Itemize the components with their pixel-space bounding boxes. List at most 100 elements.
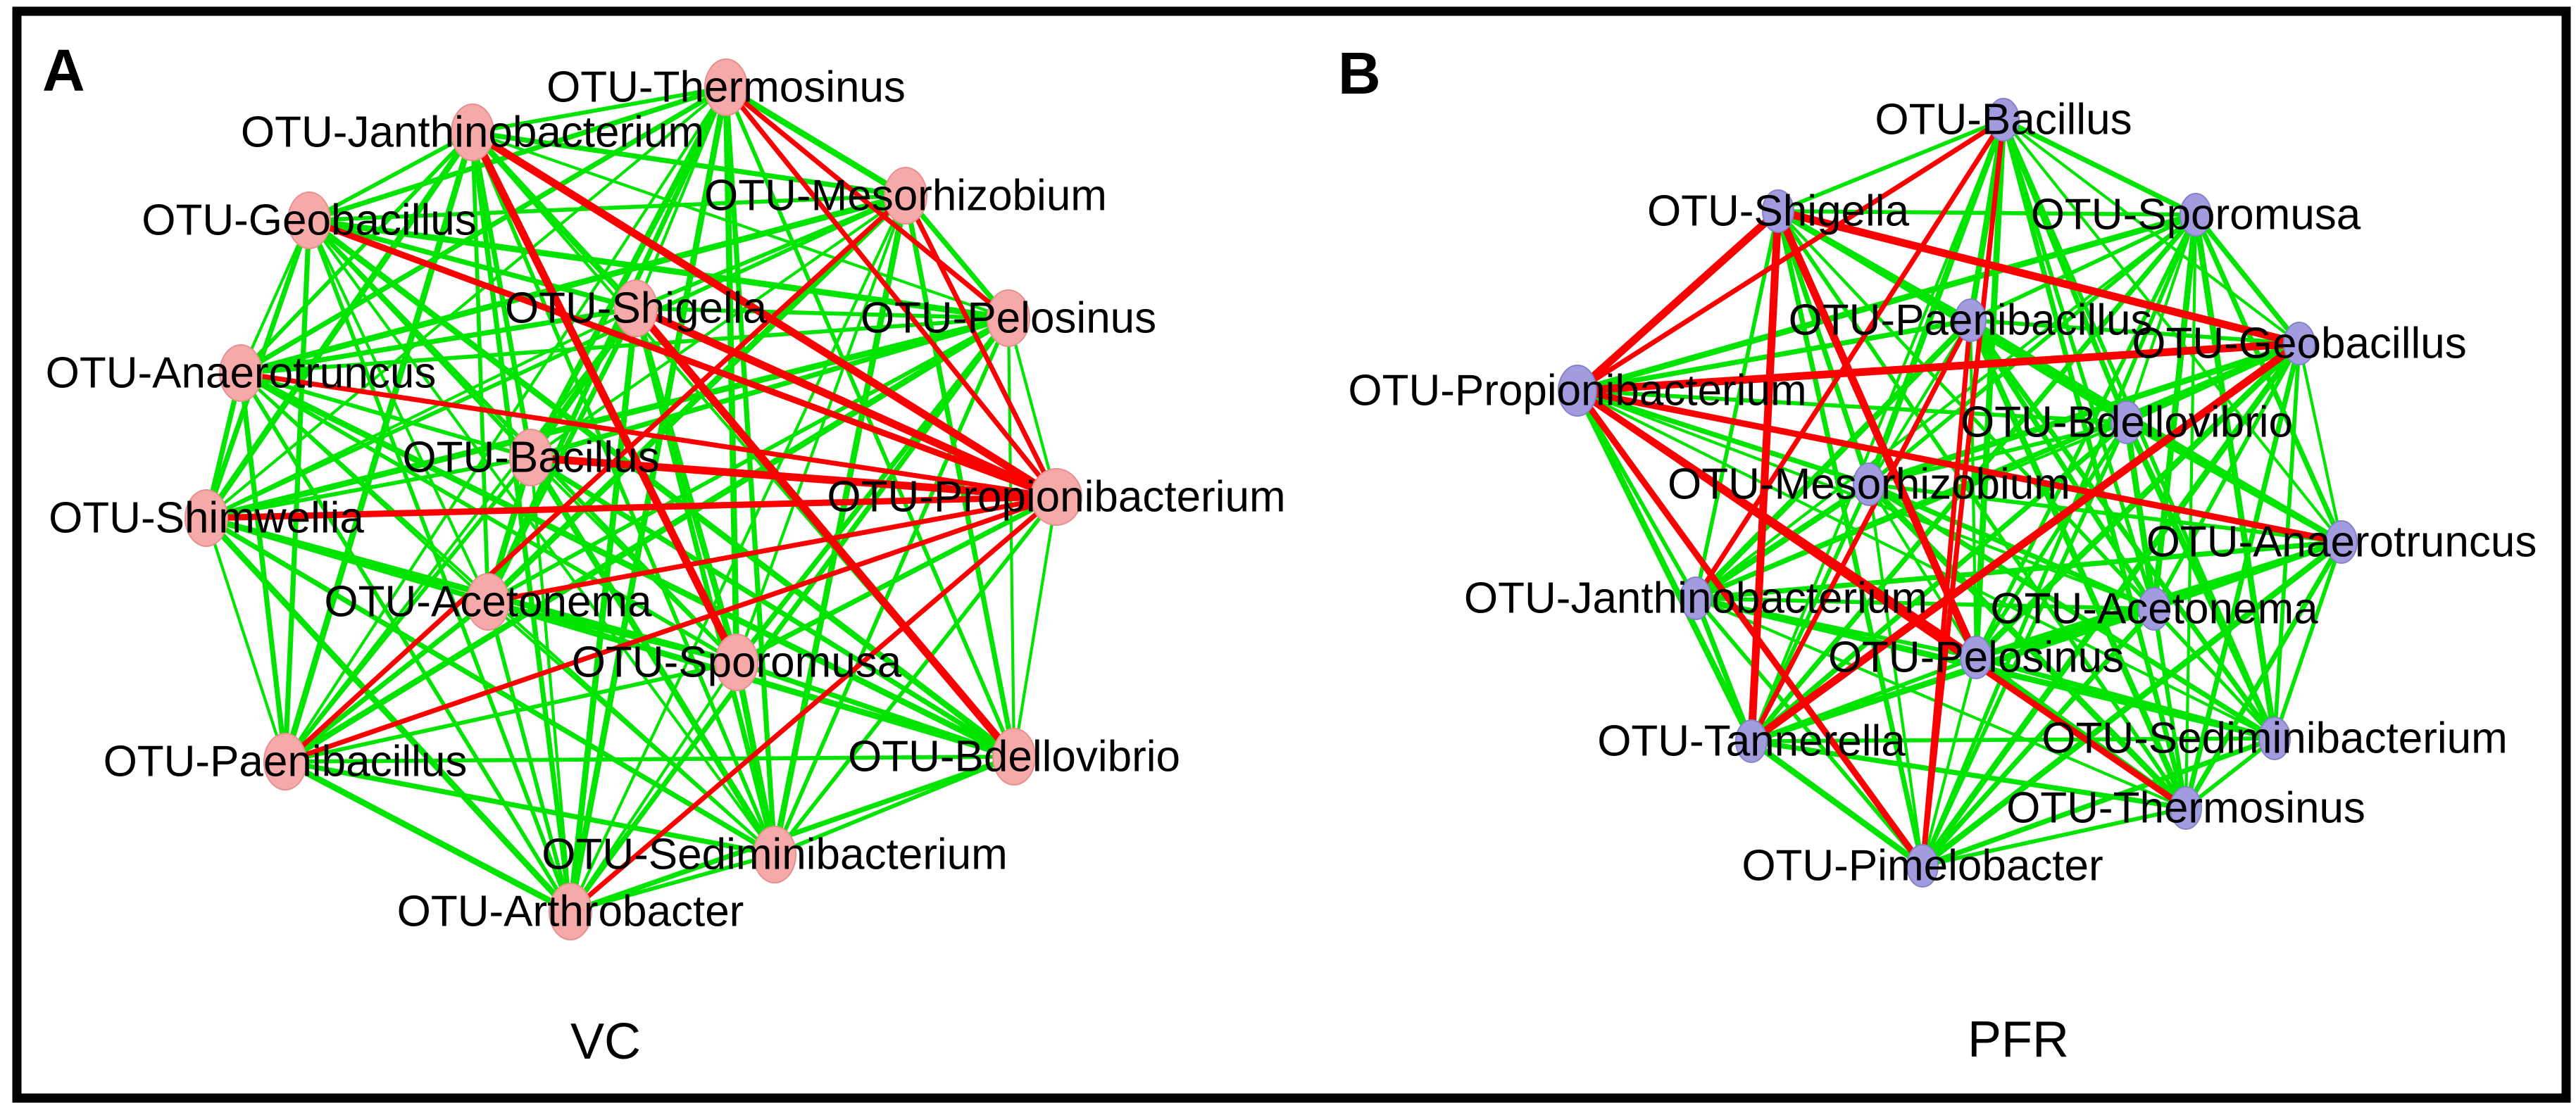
edge-positive — [1867, 482, 1925, 868]
node-label-otu-mesorhizobium: OTU-Mesorhizobium — [704, 172, 1107, 220]
node-otu-propionibacterium — [1030, 468, 1082, 526]
node-label-otu-geobacillus: OTU-Geobacillus — [2132, 320, 2466, 368]
node-otu-shimwellia — [185, 489, 228, 547]
edge-negative — [723, 84, 1059, 500]
node-otu-shigella — [614, 279, 658, 337]
node-label-otu-geobacillus: OTU-Geobacillus — [142, 196, 476, 245]
edge-positive — [307, 130, 475, 222]
edge-positive — [204, 515, 777, 857]
edge-positive — [773, 316, 1011, 857]
node-label-otu-acetonema: OTU-Acetonema — [324, 578, 652, 626]
edge-positive — [237, 370, 1018, 760]
edge-positive — [2001, 118, 2301, 346]
edge-positive — [204, 194, 908, 520]
edge-positive — [1776, 118, 2006, 213]
edge-positive — [724, 85, 1016, 759]
edge-positive — [903, 193, 1017, 760]
edge-negative — [903, 193, 1059, 500]
node-otu-arthrobacter — [549, 883, 592, 940]
edge-positive — [1776, 209, 2198, 217]
edge-positive — [2001, 118, 2156, 611]
node-otu-bdellovibrio — [992, 728, 1036, 786]
edge-negative — [632, 304, 1061, 501]
edge-positive — [470, 130, 908, 198]
node-label-otu-mesorhizobium: OTU-Mesorhizobium — [1668, 460, 2070, 509]
edge-negative — [1749, 317, 1973, 744]
edge-negative — [468, 128, 741, 667]
edge-positive — [1867, 213, 2198, 486]
node-label-otu-anaerotruncus: OTU-Anaerotruncus — [2146, 518, 2537, 567]
edge-positive — [1867, 482, 1978, 660]
edge-positive — [1920, 736, 2277, 869]
node-label-otu-janthinobacterium: OTU-Janthinobacterium — [241, 108, 704, 157]
edge-positive — [773, 495, 1058, 857]
edge-positive — [1776, 209, 2188, 810]
edge-positive — [633, 305, 777, 857]
edge-positive — [238, 370, 288, 764]
edge-positive — [2001, 118, 2344, 544]
edge-positive — [306, 217, 1012, 322]
edge-positive — [529, 194, 908, 460]
edge-positive — [527, 454, 778, 858]
edge-negative — [632, 304, 1018, 761]
edge-positive — [486, 600, 573, 914]
edge-positive — [1920, 655, 1978, 868]
edge-positive — [1012, 495, 1058, 759]
edge-positive — [1694, 213, 2198, 600]
node-label-otu-bdellovibrio: OTU-Bdellovibrio — [1961, 398, 2293, 447]
node-label-otu-bdellovibrio: OTU-Bdellovibrio — [848, 733, 1180, 781]
edge-positive — [306, 218, 639, 311]
edge-positive — [1920, 213, 2198, 868]
node-otu-pelosinus — [1960, 636, 1992, 679]
node-label-otu-shigella: OTU-Shigella — [1647, 187, 1910, 236]
edge-positive — [470, 130, 490, 604]
node-labels: OTU-ThermosinusOTU-JanthinobacteriumOTU-… — [46, 63, 1286, 936]
edge-positive — [2151, 211, 2199, 612]
edge-positive — [282, 759, 777, 857]
edge-positive — [1694, 209, 1780, 600]
node-otu-geobacillus — [2283, 322, 2315, 365]
edge-positive — [307, 218, 777, 857]
node-label-otu-arthrobacter: OTU-Arthrobacter — [397, 888, 744, 936]
edge-positive — [1920, 606, 2157, 869]
edge-negative — [1747, 339, 2303, 745]
edge-positive — [1968, 317, 2277, 741]
negative-edges — [1573, 117, 2345, 869]
edge-negative — [1774, 207, 2303, 348]
node-label-otu-pelosinus: OTU-Pelosinus — [1828, 634, 2124, 682]
edge-positive — [282, 599, 491, 764]
edge-positive — [307, 218, 573, 914]
node-label-otu-sporomusa: OTU-Sporomusa — [572, 638, 902, 687]
edge-negative — [468, 128, 1061, 501]
node-label-otu-shimwellia: OTU-Shimwellia — [49, 494, 364, 543]
node-otu-sediminibacterium — [753, 826, 796, 883]
edge-positive — [283, 660, 739, 764]
edge-positive — [470, 130, 573, 914]
node-label-otu-janthinobacterium: OTU-Janthinobacterium — [1464, 574, 1927, 623]
edge-positive — [283, 306, 638, 764]
node-otu-propionibacterium — [1558, 365, 1597, 417]
edge-positive — [306, 217, 1018, 760]
node-label-otu-sediminibacterium: OTU-Sediminibacterium — [2042, 714, 2508, 763]
edge-positive — [567, 305, 639, 915]
edge-positive — [1006, 316, 1058, 499]
edge-negative — [1747, 207, 1782, 745]
edge-positive — [486, 316, 1011, 604]
edge-positive — [903, 193, 1011, 321]
node-otu-tannerella — [1735, 719, 1768, 763]
edge-negative — [723, 84, 1011, 321]
edge-positive — [1694, 596, 1925, 868]
edge-positive — [2001, 117, 2199, 218]
edge-positive — [1867, 420, 2129, 486]
edge-positive — [239, 371, 533, 460]
edge-positive — [204, 306, 638, 520]
node-label-otu-bacillus: OTU-Bacillus — [1875, 96, 2132, 144]
node-label-otu-paenibacillus: OTU-Paenibacillus — [104, 738, 468, 786]
node-label-otu-shigella: OTU-Shigella — [505, 284, 768, 333]
network-panel-a: OTU-ThermosinusOTU-JanthinobacteriumOTU-… — [46, 58, 1286, 940]
node-label-otu-acetonema: OTU-Acetonema — [1990, 585, 2318, 634]
node-label-otu-sporomusa: OTU-Sporomusa — [2031, 191, 2361, 239]
edge-positive — [1692, 481, 1872, 602]
